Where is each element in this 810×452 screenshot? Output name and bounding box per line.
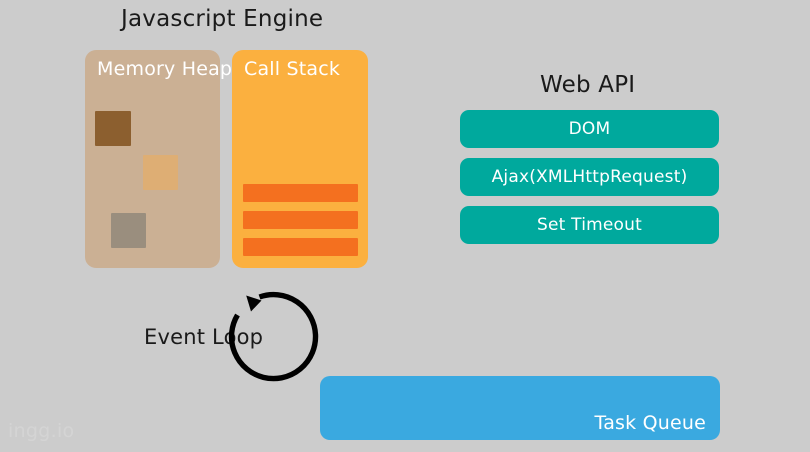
memory-heap-label: Memory Heap: [97, 58, 233, 80]
memory-heap-panel: Memory Heap: [85, 50, 232, 268]
memory-heap-block-1: [95, 111, 131, 146]
memory-heap-block-3: [111, 213, 146, 248]
watermark: ingg.io: [8, 420, 75, 442]
task-queue-box: Task Queue: [320, 376, 720, 440]
javascript-engine-title: Javascript Engine: [121, 6, 324, 32]
call-stack-frame-1: [243, 184, 358, 202]
event-loop-label: Event Loop: [144, 325, 264, 349]
task-queue-label: Task Queue: [594, 412, 706, 434]
call-stack-frame-3: [243, 238, 358, 256]
web-api-item-settimeout[interactable]: Set Timeout: [460, 206, 719, 244]
call-stack-frame-2: [243, 211, 358, 229]
memory-heap-block-2: [143, 155, 178, 190]
web-api-title: Web API: [540, 72, 636, 98]
web-api-item-dom[interactable]: DOM: [460, 110, 719, 148]
call-stack-panel: Call Stack: [232, 50, 368, 268]
circular-arrow-counterclockwise-icon: [228, 291, 319, 382]
web-api-item-ajax[interactable]: Ajax(XMLHttpRequest): [460, 158, 719, 196]
call-stack-label: Call Stack: [244, 58, 341, 80]
